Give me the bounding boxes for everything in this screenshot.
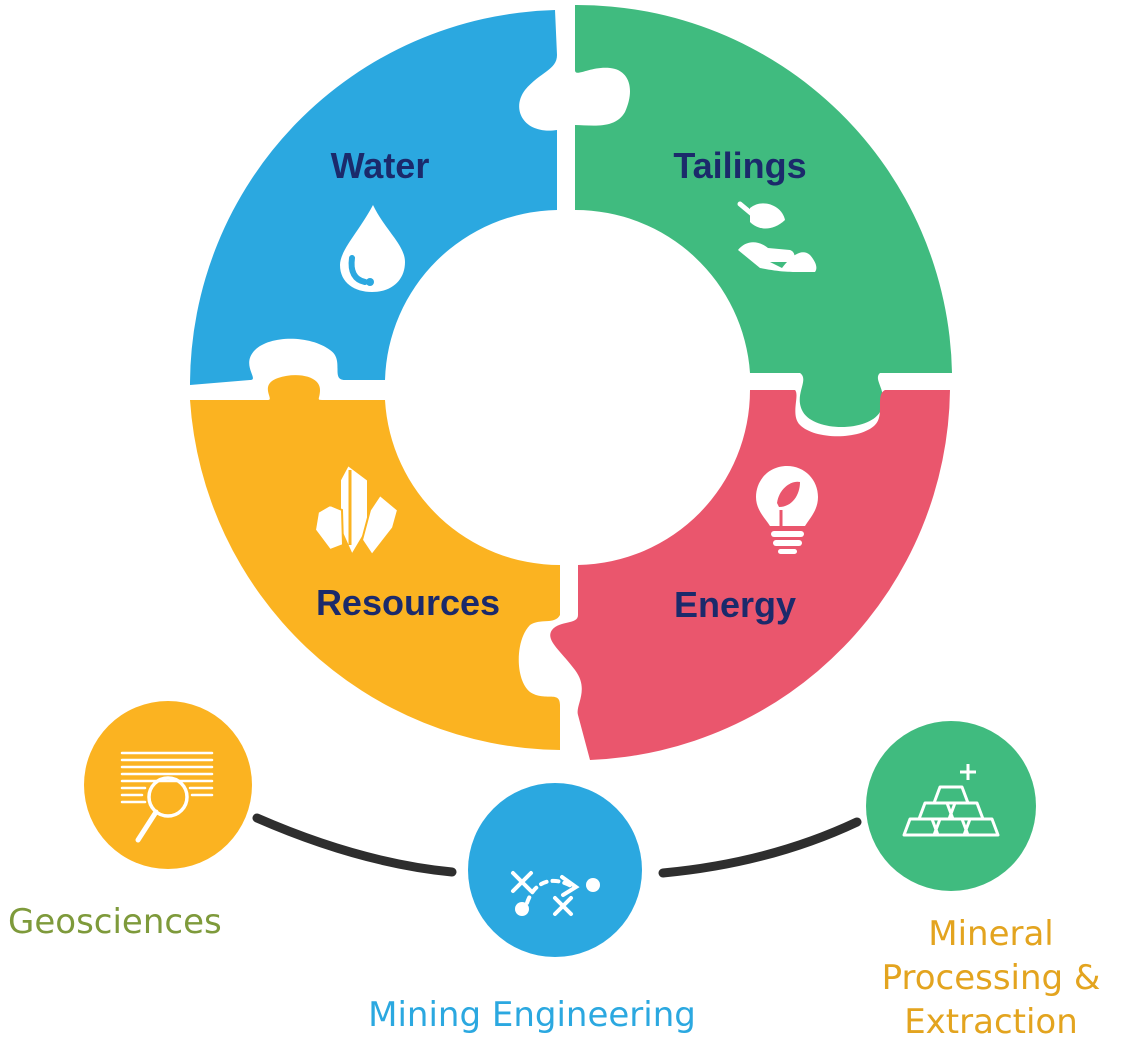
resources-label: Resources bbox=[316, 582, 500, 623]
mineral-processing-circle bbox=[866, 721, 1036, 891]
mineral-label-line-3: Extraction bbox=[904, 1002, 1078, 1042]
lightbulb-leaf-icon bbox=[756, 466, 818, 554]
geosciences-label: Geosciences bbox=[8, 902, 222, 942]
connector-line-right bbox=[658, 817, 862, 878]
hand-leaf-icon bbox=[737, 201, 817, 272]
water-label: Water bbox=[331, 145, 430, 186]
tailings-label: Tailings bbox=[673, 145, 806, 186]
energy-piece bbox=[550, 390, 950, 760]
mineral-processing-label: Mineral Processing & Extraction bbox=[850, 912, 1132, 1044]
gold-bars-icon bbox=[902, 764, 1000, 837]
crystal-icon bbox=[313, 463, 400, 558]
geosciences-circle bbox=[84, 701, 252, 869]
energy-label: Energy bbox=[674, 584, 796, 625]
connector-line-left bbox=[252, 813, 457, 877]
mineral-label-line-1: Mineral bbox=[928, 914, 1054, 954]
mining-engineering-circle bbox=[468, 783, 642, 957]
mining-engineering-label: Mining Engineering bbox=[368, 995, 696, 1035]
mineral-label-line-2: Processing & bbox=[881, 958, 1101, 998]
strategy-icon bbox=[511, 871, 600, 916]
document-search-icon bbox=[120, 751, 214, 843]
water-drop-icon bbox=[340, 205, 405, 292]
resources-piece bbox=[190, 375, 560, 750]
water-piece bbox=[189, 10, 557, 385]
